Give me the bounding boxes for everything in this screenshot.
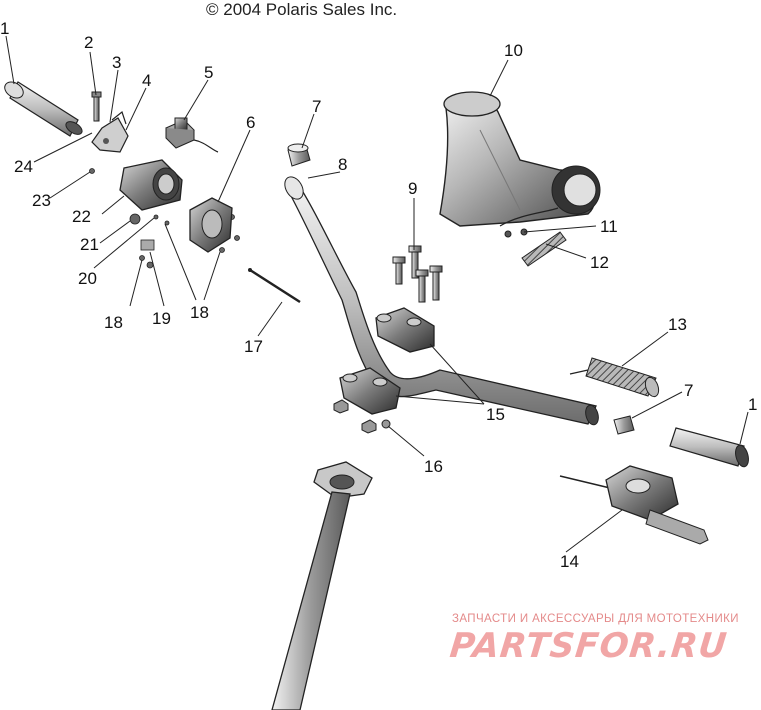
callout-13: 13 (668, 315, 687, 334)
watermark-subtitle: ЗАПЧАСТИ И АКСЕССУАРЫ ДЛЯ МОТОТЕХНИКИ (452, 613, 739, 625)
brake-lever-part-14 (559, 465, 709, 545)
callout-10: 10 (504, 41, 523, 60)
nuts-part-16 (333, 399, 391, 434)
callout-20: 20 (78, 269, 97, 288)
throttle-bracket (91, 110, 129, 153)
callout-numbers: 1 2 3 4 5 6 7 8 9 10 11 12 13 7 1 14 15 … (0, 19, 757, 571)
callout-23: 23 (32, 191, 51, 210)
callout-19: 19 (152, 309, 171, 328)
right-grip-part-13 (569, 357, 660, 398)
callout-7-top: 7 (312, 97, 321, 116)
callout-5: 5 (204, 63, 213, 82)
callout-7-right: 7 (684, 381, 693, 400)
callout-22: 22 (72, 207, 91, 226)
callout-3: 3 (112, 53, 121, 72)
callout-12: 12 (590, 253, 609, 272)
callout-18-right: 18 (190, 303, 209, 322)
leader-lines (5, 35, 749, 553)
callout-11: 11 (600, 217, 618, 236)
callout-1-right: 1 (748, 395, 757, 414)
callout-4: 4 (142, 71, 151, 90)
bolts-part-9 (392, 245, 443, 303)
steering-post (271, 461, 373, 710)
lower-clamp (339, 367, 401, 415)
screw-part-2 (91, 91, 102, 122)
callout-9: 9 (408, 179, 417, 198)
watermark-logo: PARTSFOR.RU (447, 626, 730, 666)
callout-1-left: 1 (0, 19, 9, 38)
cable-part-17 (248, 268, 301, 304)
callout-21: 21 (80, 235, 99, 254)
callout-6: 6 (246, 113, 255, 132)
callout-2: 2 (84, 33, 93, 52)
bar-end-plug (287, 143, 311, 167)
bar-end-plug-right (613, 415, 635, 435)
callout-15: 15 (486, 405, 505, 424)
switch-part-5 (165, 117, 219, 153)
callout-18-left: 18 (104, 313, 123, 332)
callout-24: 24 (14, 157, 33, 176)
switch-housing-part-6 (189, 197, 233, 253)
upper-clamp (375, 307, 435, 353)
callout-8: 8 (338, 155, 347, 174)
headlight-pod-part-10 (439, 91, 601, 227)
throttle-housing-part-22 (119, 159, 183, 211)
right-grip-part-1 (669, 427, 749, 468)
callout-17: 17 (244, 337, 263, 356)
left-grip (4, 81, 83, 137)
small-hardware (89, 168, 240, 269)
callout-14: 14 (560, 552, 579, 571)
callout-16: 16 (424, 457, 443, 476)
handlebar-part-8 (284, 176, 599, 426)
copyright-notice: © 2004 Polaris Sales Inc. (206, 0, 398, 19)
headlight-bracket (504, 228, 567, 267)
